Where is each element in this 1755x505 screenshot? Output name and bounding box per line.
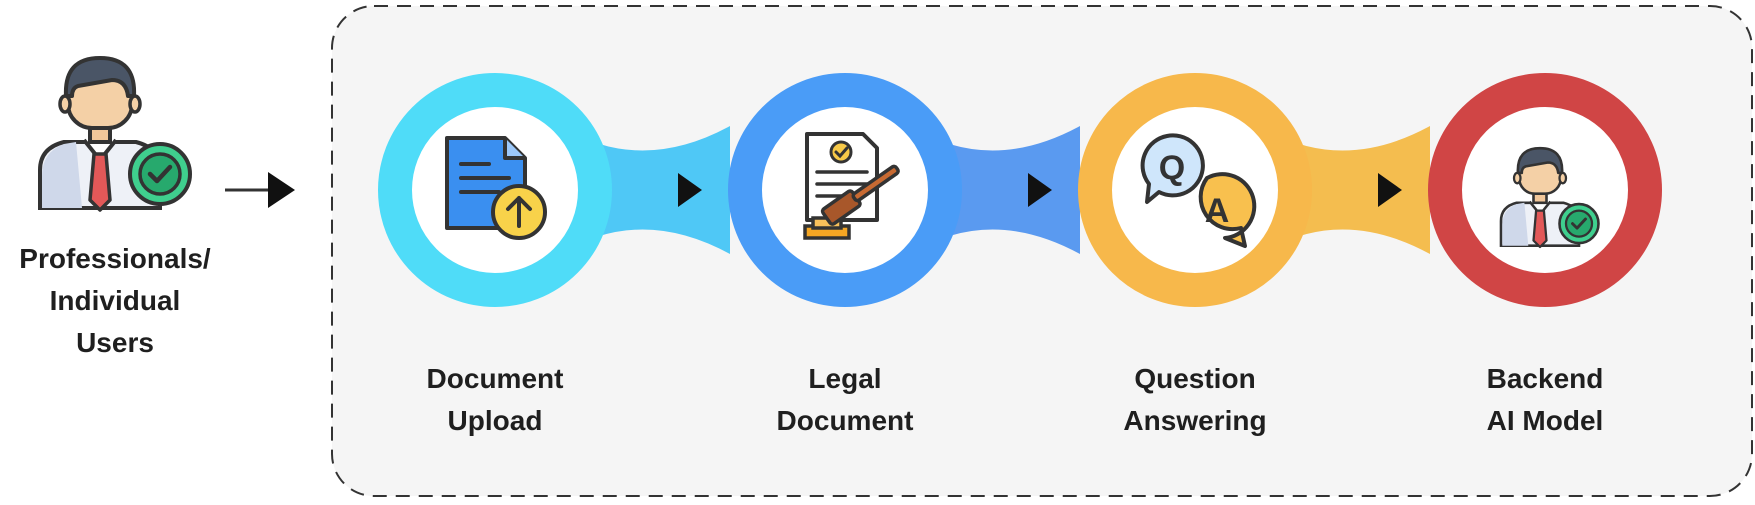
svg-text:Q: Q	[1159, 149, 1185, 187]
step-label-3: Question Answering	[1123, 363, 1267, 436]
step-arrow-2	[1028, 173, 1052, 207]
user-label: Professionals/ Individual Users	[19, 243, 211, 358]
step-arrow-1	[678, 173, 702, 207]
legal-document-gavel-icon	[803, 132, 900, 240]
pipeline-panel	[331, 5, 1753, 497]
step-label-4: Backend AI Model	[1486, 363, 1604, 436]
step-arrow-3	[1378, 173, 1402, 207]
svg-text:A: A	[1205, 192, 1230, 230]
step-label-2: Legal Document	[776, 363, 914, 436]
arrow-right-icon	[225, 172, 295, 208]
user-with-checkmark-icon	[40, 58, 190, 210]
question-answer-bubbles-icon: Q A	[1140, 133, 1257, 248]
document-upload-icon	[445, 136, 547, 240]
step-circle-3	[1078, 73, 1312, 307]
step-label-1: Document Upload	[426, 363, 564, 436]
